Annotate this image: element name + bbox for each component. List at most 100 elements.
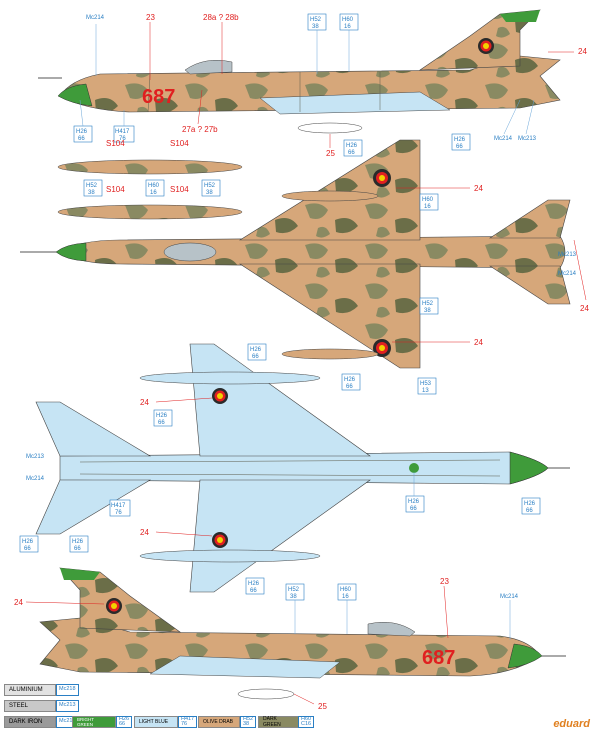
code-h52-tank-num: 38 [88, 190, 95, 196]
code-h60-plan-num: 16 [424, 204, 431, 210]
code-mc214-tail: Mc214 [494, 136, 513, 142]
legend-38: 38 [243, 721, 250, 727]
code-h26-under-e-num: 66 [250, 588, 257, 594]
brand-logo: eduard [553, 718, 590, 730]
callout-25-side: 25 [318, 702, 327, 711]
legend-dark-iron: DARK IRON Mc214 [4, 716, 79, 728]
legend-h60: H60 [301, 715, 312, 722]
code-h26-side-a-num: 66 [24, 546, 31, 552]
code-h26-tank: H26 [346, 143, 358, 149]
code-h26-under-d-num: 66 [526, 508, 533, 514]
legend-light-blue-swatch: LIGHT BLUE [134, 716, 178, 728]
legend-dark-iron-swatch: DARK IRON [4, 716, 56, 728]
code-h417-top-num: 76 [119, 136, 126, 142]
code-h26-plan-num: 66 [346, 384, 353, 390]
callout-s104-d: S104 [170, 185, 189, 194]
callout-s104-a: S104 [106, 139, 125, 148]
code-h26-under-c: H26 [408, 499, 420, 505]
legend-c16: C16 [301, 721, 312, 727]
legend-76: 76 [181, 721, 188, 727]
code-h60-side: H60 [340, 587, 352, 593]
code-h60-side-num: 16 [342, 594, 349, 600]
code-h52-top: H52 [310, 17, 322, 23]
code-h52-tank: H52 [86, 183, 98, 189]
code-mc214-under: Mc214 [26, 476, 45, 482]
legend-aluminium-code: Mc218 [56, 684, 79, 696]
callout-24-under-b: 24 [140, 528, 149, 537]
callout-24-plan-b: 24 [474, 338, 483, 347]
callout-23-top: 23 [146, 13, 155, 22]
code-h26-under-a-num: 66 [252, 354, 259, 360]
code-h52-tank-b-num: 38 [206, 190, 213, 196]
code-h26-side-a: H26 [22, 539, 34, 545]
drop-tanks [57, 159, 243, 220]
code-h26-tank-num: 66 [348, 150, 355, 156]
code-mc214-side: Mc214 [500, 594, 519, 600]
code-h26-under-c-num: 66 [410, 506, 417, 512]
code-h26-under-e: H26 [248, 581, 260, 587]
legend-dark-green-swatch: DARK GREEN [258, 716, 300, 728]
code-h52-plan-num: 38 [424, 308, 431, 314]
code-h53-plan: H53 [420, 381, 432, 387]
side-view-right [39, 567, 566, 700]
serial-number-bottom: 687 [422, 647, 455, 669]
legend-mc218: Mc218 [59, 686, 76, 693]
code-h60-tank: H60 [148, 183, 160, 189]
code-h26-plan: H26 [344, 377, 356, 383]
code-mc213-plan: Mc213 [558, 252, 577, 258]
legend-h52: H52 [243, 715, 254, 722]
callout-s104-b: S104 [170, 139, 189, 148]
code-mc214-plan: Mc214 [558, 271, 577, 277]
color-legend: ALUMINIUM Mc218 STEEL Mc213 DARK IRON Mc… [4, 684, 304, 736]
code-h52-side: H52 [288, 587, 300, 593]
code-h60-top: H60 [342, 17, 354, 23]
code-h26-under-d: H26 [524, 501, 536, 507]
code-h26-side-b: H26 [72, 539, 84, 545]
code-h53-plan-num: 13 [422, 388, 429, 394]
legend-steel: STEEL Mc213 [4, 700, 79, 712]
code-h26-under-b: H26 [156, 413, 168, 419]
callout-25-top: 25 [326, 149, 335, 158]
legend-h417: H417 [181, 715, 195, 722]
code-h26-under-b-num: 66 [158, 420, 165, 426]
callout-24-plan-c: 24 [580, 304, 589, 313]
code-mc213-under: Mc213 [26, 454, 45, 460]
callout-24-plan-a: 24 [474, 184, 483, 193]
side-view-left [38, 9, 561, 134]
callout-23-side: 23 [440, 577, 449, 586]
legend-aluminium: ALUMINIUM Mc218 [4, 684, 79, 696]
code-h52-plan: H52 [422, 301, 434, 307]
legend-mc213: Mc213 [59, 702, 76, 709]
code-h60-top-num: 16 [344, 24, 351, 30]
code-h417-top: H417 [115, 129, 130, 135]
code-mc214-top: Mc214 [86, 15, 105, 21]
legend-mc214: Mc214 [59, 718, 76, 725]
legend-bright-green-swatch: BRIGHT GREEN [72, 716, 116, 728]
code-h417-under-num: 76 [115, 510, 122, 516]
code-h417-under: H417 [111, 503, 126, 509]
code-h60-plan: H60 [422, 197, 434, 203]
callout-28-top: 28a ? 28b [203, 13, 239, 22]
legend-h26: H26 [119, 715, 130, 722]
code-h60-tank-num: 16 [150, 190, 157, 196]
callout-24-top: 24 [578, 47, 587, 56]
legend-steel-code: Mc213 [56, 700, 79, 712]
code-h52-top-num: 38 [312, 24, 319, 30]
underside-view [35, 343, 570, 593]
callout-24-under-a: 24 [140, 398, 149, 407]
serial-number-top: 687 [142, 86, 175, 108]
callout-27-top: 27a ? 27b [182, 125, 218, 134]
callout-24-side: 24 [14, 598, 23, 607]
legend-dark-green: DARK GREEN [258, 716, 300, 728]
legend-steel-swatch: STEEL [4, 700, 56, 712]
code-h52-side-num: 38 [290, 594, 297, 600]
legend-66: 66 [119, 721, 126, 727]
code-h26-top-num: 66 [78, 136, 85, 142]
